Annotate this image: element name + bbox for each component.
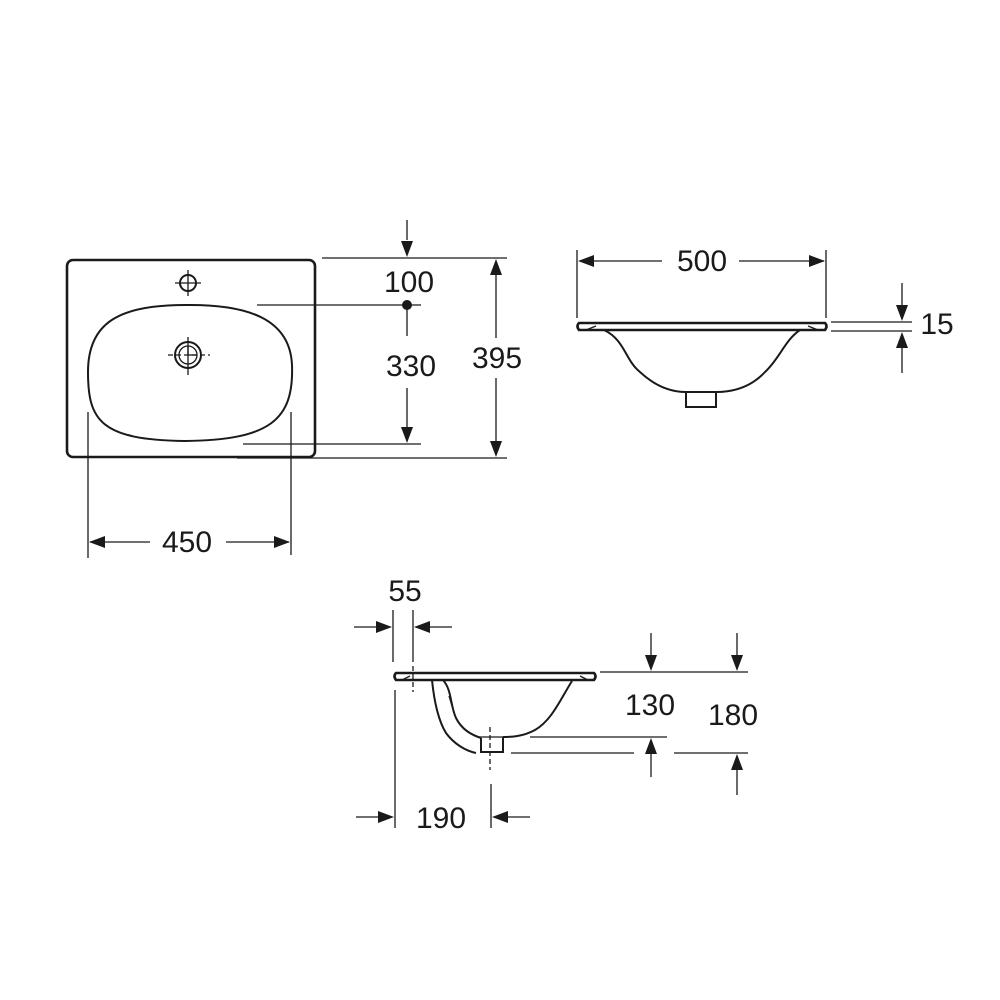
- dim-bowl-height: 130: [625, 689, 675, 722]
- dim-rim-thickness: 15: [920, 308, 953, 341]
- dim-overall-depth: 395: [472, 342, 522, 375]
- dim-overall-height: 180: [708, 699, 758, 732]
- basin-outline: [65, 258, 317, 459]
- top-view: 100 330 395 450: [65, 220, 522, 559]
- dim-overall-width: 500: [677, 245, 727, 278]
- dim-tap-hole-edge-offset: 55: [388, 575, 421, 608]
- drain-icon: [168, 337, 210, 375]
- dim-tap-hole-offset: 100: [384, 266, 434, 299]
- front-view: 500 15: [576, 245, 954, 408]
- dim-bowl-width: 450: [162, 526, 212, 559]
- dim-bowl-depth: 330: [386, 350, 436, 383]
- dim-waste-offset: 190: [416, 802, 466, 835]
- tap-hole-icon: [175, 270, 201, 296]
- bowl-outline: [86, 303, 294, 443]
- side-view: 55 130 180 190: [354, 575, 758, 835]
